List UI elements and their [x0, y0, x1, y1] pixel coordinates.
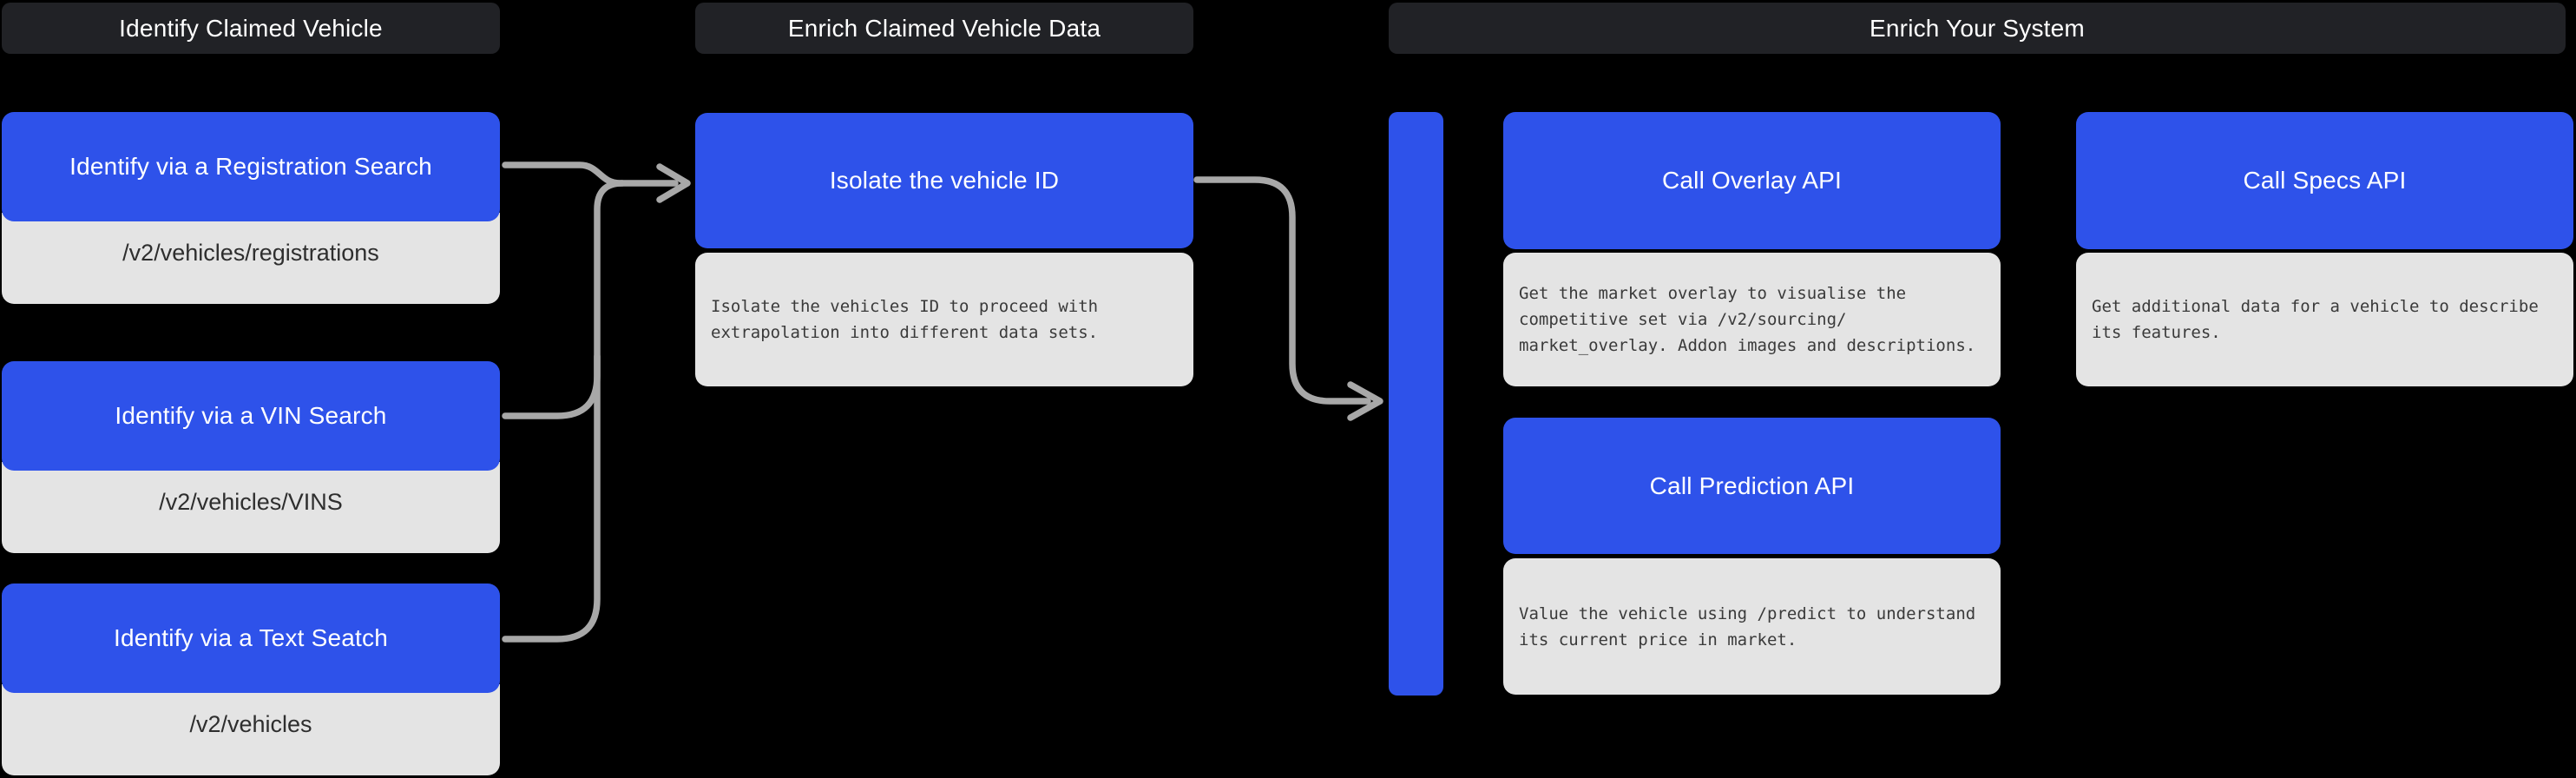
section-header-enrich-your-system: Enrich Your System [1389, 3, 2566, 54]
call-prediction-api-description: Value the vehicle using /predict to unde… [1519, 603, 1976, 649]
system-pipeline-bar[interactable] [1389, 112, 1443, 696]
vin-search-node[interactable]: Identify via a VIN Search [2, 361, 500, 471]
connector-text-branch-trunk [502, 180, 626, 643]
registration-search-endpoint-panel: /v2/vehicles/registrations [2, 213, 500, 304]
text-search-endpoint-panel: /v2/vehicles [2, 684, 500, 775]
vin-search-endpoint-panel: /v2/vehicles/VINS [2, 462, 500, 553]
call-overlay-api-node[interactable]: Call Overlay API [1503, 112, 2001, 249]
connector-isolate-to-system [1193, 176, 1371, 405]
call-specs-api-description-panel: Get additional data for a vehicle to des… [2076, 253, 2573, 386]
call-specs-api-description: Get additional data for a vehicle to des… [2092, 297, 2539, 342]
arrowhead-into-system-icon [1347, 381, 1383, 421]
registration-search-node[interactable]: Identify via a Registration Search [2, 112, 500, 221]
text-search-node[interactable]: Identify via a Text Seatch [2, 584, 500, 693]
isolate-vehicle-id-description: Isolate the vehicles ID to proceed with … [711, 297, 1099, 342]
call-prediction-api-description-panel: Value the vehicle using /predict to unde… [1503, 558, 2001, 695]
connector-registration-to-isolate [502, 162, 679, 187]
section-header-enrich-claimed-vehicle-data: Enrich Claimed Vehicle Data [695, 3, 1193, 54]
call-overlay-api-description: Get the market overlay to visualise the … [1519, 284, 1976, 355]
isolate-vehicle-id-node[interactable]: Isolate the vehicle ID [695, 113, 1193, 248]
call-overlay-api-description-panel: Get the market overlay to visualise the … [1503, 253, 2001, 386]
registration-search-endpoint: /v2/vehicles/registrations [122, 240, 379, 266]
text-search-endpoint: /v2/vehicles [189, 711, 312, 737]
call-prediction-api-node[interactable]: Call Prediction API [1503, 418, 2001, 554]
section-header-identify-claimed-vehicle: Identify Claimed Vehicle [2, 3, 500, 54]
vin-search-endpoint: /v2/vehicles/VINS [159, 489, 343, 515]
arrowhead-into-isolate-icon [656, 163, 691, 203]
call-specs-api-node[interactable]: Call Specs API [2076, 112, 2573, 249]
isolate-vehicle-id-description-panel: Isolate the vehicles ID to proceed with … [695, 253, 1193, 386]
connector-vin-branch [502, 353, 601, 419]
